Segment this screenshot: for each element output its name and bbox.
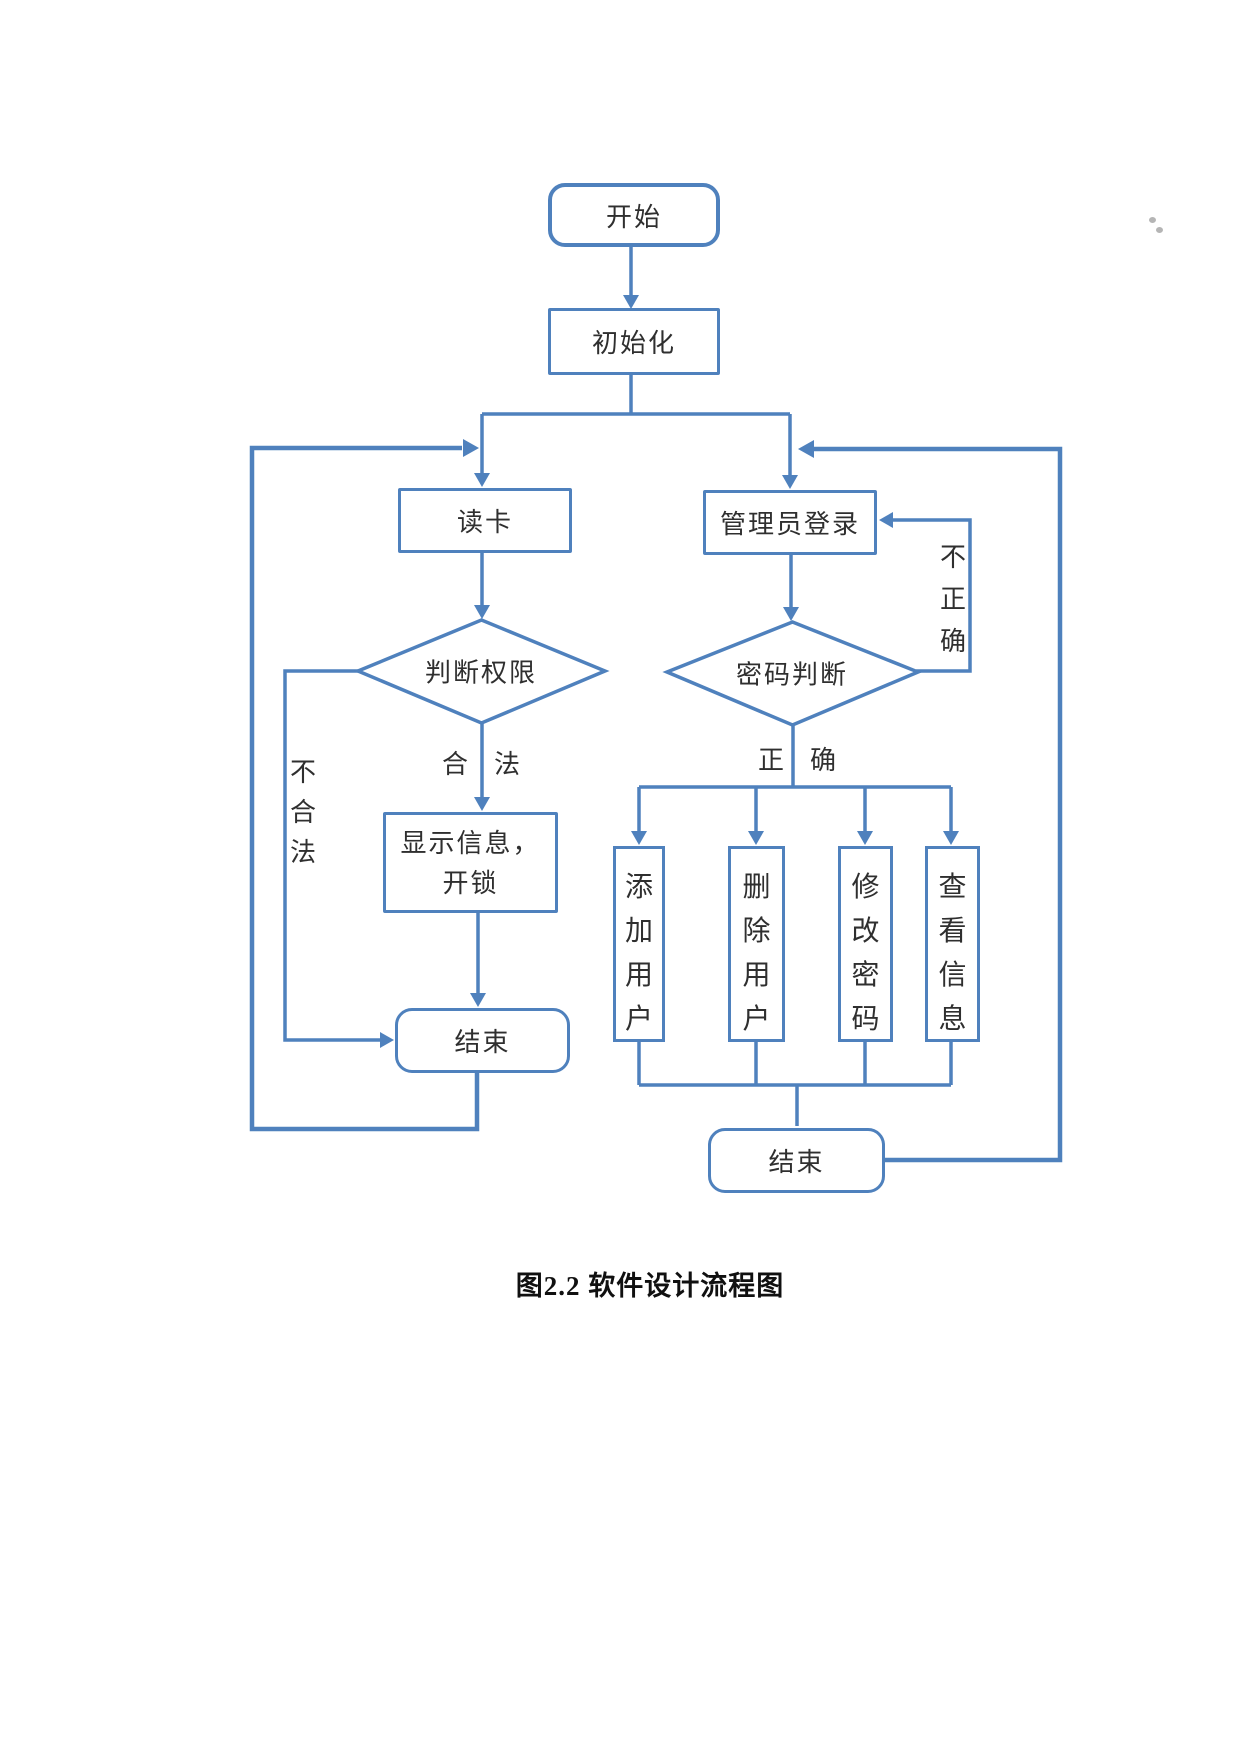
node-view-info: 查看信息 bbox=[925, 846, 980, 1042]
arrowhead-into-init bbox=[623, 295, 639, 309]
node-check-password-shape bbox=[662, 620, 923, 727]
arrowhead-into-change-password bbox=[857, 831, 873, 845]
arrowhead-into-endleft-top bbox=[470, 993, 486, 1007]
node-view-info-label: 查看信息 bbox=[938, 871, 967, 1034]
edge-label-illegal: 不合法 bbox=[289, 757, 316, 867]
arrowhead-into-permission bbox=[474, 605, 490, 619]
node-init: 初始化 bbox=[548, 308, 720, 375]
arrowhead-incorrect-into-admin bbox=[879, 512, 893, 528]
node-check-password-label: 密码判断 bbox=[735, 659, 849, 690]
node-delete-user-label: 删除用户 bbox=[742, 871, 771, 1034]
arrowhead-rightloop-merge bbox=[798, 440, 814, 458]
arrowhead-into-adminlogin bbox=[782, 475, 798, 489]
node-admin-login: 管理员登录 bbox=[703, 490, 877, 555]
edge-left-outer-loop bbox=[249, 445, 480, 1132]
node-add-user: 添加用户 bbox=[613, 846, 665, 1042]
arrowhead-into-view-info bbox=[943, 831, 959, 845]
arrowhead-into-delete-user bbox=[748, 831, 764, 845]
node-change-password-label: 修改密码 bbox=[851, 871, 880, 1034]
node-read-card: 读卡 bbox=[398, 488, 572, 553]
arrowhead-into-password bbox=[783, 607, 799, 621]
node-show-info-unlock: 显示信息，开锁 bbox=[383, 812, 558, 913]
edge-label-correct: 正 确 bbox=[757, 745, 837, 775]
edge-incorrect-loop bbox=[893, 518, 972, 673]
node-end-right: 结束 bbox=[708, 1128, 885, 1193]
scan-speck bbox=[1149, 217, 1156, 223]
arrowhead-illegal-into-endleft bbox=[380, 1032, 394, 1048]
node-check-permission-label: 判断权限 bbox=[424, 657, 538, 688]
edge-label-legal: 合 法 bbox=[441, 749, 521, 779]
figure-caption: 图2.2 软件设计流程图 bbox=[515, 1271, 785, 1301]
arrowhead-into-add-user bbox=[631, 831, 647, 845]
node-start: 开始 bbox=[548, 183, 720, 247]
edge-illegal-path bbox=[283, 669, 380, 1042]
arrowhead-legal-into-display bbox=[474, 797, 490, 811]
arrowhead-leftloop-merge bbox=[463, 439, 479, 457]
node-check-permission-shape bbox=[353, 618, 610, 725]
edge-right-outer-loop bbox=[813, 446, 1063, 1163]
edge-label-incorrect: 不正确 bbox=[939, 542, 966, 656]
node-add-user-label: 添加用户 bbox=[624, 871, 653, 1034]
arrowhead-into-readcard bbox=[474, 473, 490, 487]
node-delete-user: 删除用户 bbox=[728, 846, 785, 1042]
node-change-password: 修改密码 bbox=[838, 846, 893, 1042]
scan-speck bbox=[1156, 227, 1163, 233]
node-end-left: 结束 bbox=[395, 1008, 570, 1073]
